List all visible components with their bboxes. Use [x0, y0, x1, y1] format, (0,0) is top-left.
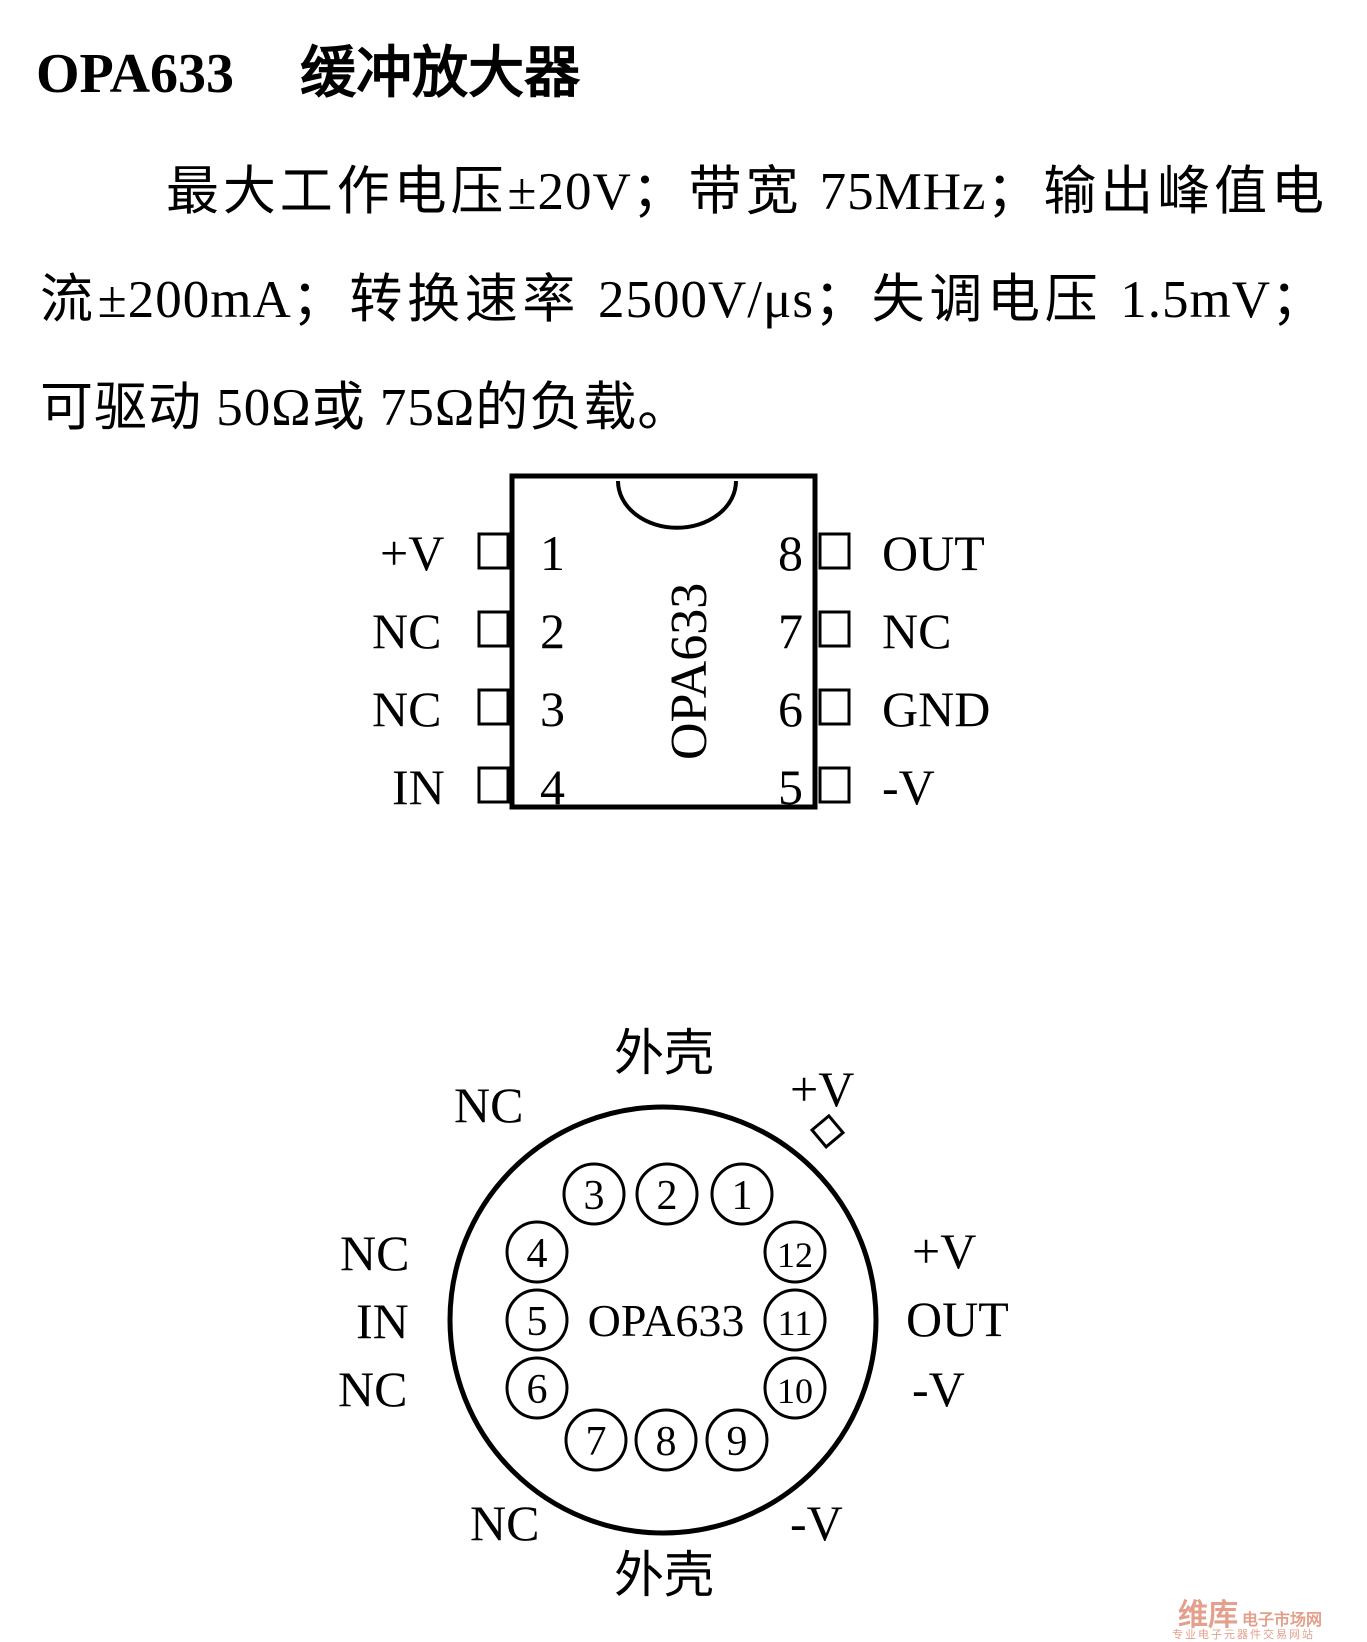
can-pin-number: 11: [778, 1303, 813, 1343]
page-heading: OPA633 缓冲放大器: [36, 28, 580, 109]
can-pin12-label: +V: [912, 1223, 977, 1279]
dip8-pin7-number: 7: [778, 603, 803, 659]
can-pin-number: 12: [777, 1235, 813, 1275]
can-pin-number: 10: [777, 1371, 813, 1411]
can-tab-vplus-label: +V: [790, 1061, 855, 1117]
can-pin-circle: [763, 1220, 827, 1284]
can-pin-circle: [505, 1356, 569, 1420]
dip8-pin7-name: NC: [882, 603, 952, 659]
can-pin-circle: [505, 1288, 569, 1352]
dip8-pin1-name: +V: [380, 525, 445, 581]
dip8-pin4-number: 4: [540, 759, 565, 815]
can-pin-number: 3: [584, 1173, 605, 1219]
can-pin-circle: [710, 1162, 774, 1226]
can-nc-upper-left-label: NC: [454, 1077, 524, 1133]
can-pin-circle: [763, 1288, 827, 1352]
can-pin-number: 5: [527, 1299, 548, 1345]
can-tab: [809, 1113, 846, 1149]
dip8-pin8-number: 8: [778, 525, 803, 581]
can-pin-circles: [505, 1162, 827, 1472]
can-case-top-label: 外壳: [614, 1025, 714, 1081]
watermark-tagline: 专业电子元器件交易网站: [1172, 1628, 1315, 1641]
can-pin-circle: [763, 1356, 827, 1420]
dip8-body-label: OPA633: [661, 583, 718, 760]
dip8-notch: [616, 480, 738, 530]
can-pin11-label: OUT: [906, 1291, 1009, 1347]
dip8-pin8-name: OUT: [882, 525, 985, 581]
can-pin-number: 6: [527, 1367, 548, 1413]
dip8-pin3-name: NC: [372, 681, 442, 737]
dip8-pin1-number: 1: [540, 525, 565, 581]
can-pin5-label: IN: [356, 1293, 409, 1349]
can-case-bottom-label: 外壳: [614, 1547, 714, 1603]
can-pin-number: 4: [527, 1231, 548, 1277]
can-pin4-label: NC: [340, 1225, 410, 1281]
part-description: 缓冲放大器: [300, 43, 581, 105]
dip8-pin6-number: 6: [778, 681, 803, 737]
site-watermark: 维库电子市场网 专业电子元器件交易网站: [1172, 1590, 1323, 1641]
dip8-pin6-name: GND: [882, 681, 991, 737]
can-body: [447, 1104, 879, 1536]
can-pin-circle: [635, 1162, 699, 1226]
dip8-pin2-name: NC: [372, 603, 442, 659]
dip8-pin-pad: [477, 532, 510, 570]
dip8-pin-pad: [818, 610, 851, 648]
watermark-subtitle: 电子市场网: [1242, 1610, 1323, 1629]
dip8-pin4-name: IN: [392, 759, 445, 815]
can-pin-number: 1: [732, 1173, 753, 1219]
part-number: OPA633: [36, 43, 235, 105]
can-pin-number: 2: [657, 1173, 678, 1219]
dip8-body: [509, 473, 818, 810]
can-pin-number: 7: [586, 1419, 607, 1465]
can-pin-numbers: 1 2 3 4 5 6 7 8 9 10 11 12: [527, 1173, 814, 1465]
can-pin6-label: NC: [338, 1361, 408, 1417]
can-nc-lower-left-label: NC: [470, 1495, 540, 1551]
dip8-pin-pad: [818, 688, 851, 726]
spec-paragraph: 最大工作电压±20V；带宽 75MHz；输出峰值电流±200mA；转换速率 25…: [40, 163, 1325, 437]
watermark-logo-text: 维库: [1178, 1598, 1238, 1633]
dip8-pin2-number: 2: [540, 603, 565, 659]
can-pin-circle: [562, 1162, 626, 1226]
can-pin-number: 8: [656, 1419, 677, 1465]
dip8-pin-pad: [477, 766, 510, 804]
can-center-label: OPA633: [588, 1295, 745, 1346]
dip8-pin3-number: 3: [540, 681, 565, 737]
dip8-pin-pad: [477, 610, 510, 648]
can-pin-circle: [634, 1408, 698, 1472]
dip8-pin5-number: 5: [778, 759, 803, 815]
dip8-pin-pad: [818, 766, 851, 804]
dip8-pin-pad: [818, 532, 851, 570]
can-pin-circle: [705, 1408, 769, 1472]
can-vminus-lower-right-label: -V: [790, 1495, 843, 1551]
dip8-pin-pad: [477, 688, 510, 726]
can-pin10-label: -V: [912, 1361, 965, 1417]
can-pin-circle: [564, 1408, 628, 1472]
can-pin-number: 9: [727, 1419, 748, 1465]
can-pin-circle: [505, 1220, 569, 1284]
dip8-pin5-name: -V: [882, 759, 935, 815]
